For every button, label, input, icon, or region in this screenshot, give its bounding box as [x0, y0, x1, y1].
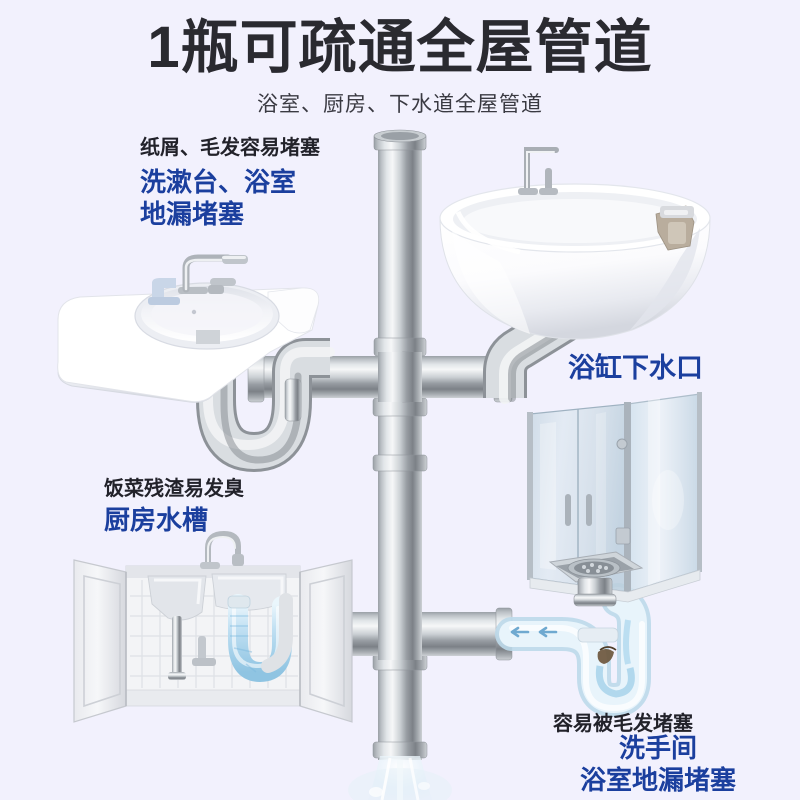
vanity-heading: 洗漱台、浴室 地漏堵塞 — [140, 167, 296, 230]
page-title: 1瓶可疏通全屋管道 — [147, 15, 653, 80]
flow-arrow-1 — [538, 626, 558, 638]
water-discharge — [348, 756, 452, 800]
vanity-heading-line1: 洗漱台、浴室 — [140, 167, 297, 197]
vanity-p-trap — [196, 325, 335, 473]
floor-drain-caption: 容易被毛发堵塞 — [553, 713, 693, 735]
vanity-heading-line2: 地漏堵塞 — [140, 198, 245, 229]
shower-enclosure — [527, 392, 702, 603]
main-vertical-pipe — [372, 129, 428, 760]
vanity-sink — [57, 254, 320, 403]
bathtub-faucet — [518, 147, 559, 195]
floor-drain-heading-line1: 洗手间 — [618, 733, 697, 763]
page-subtitle: 浴室、厨房、下水道全屋管道 — [257, 93, 543, 116]
floor-drain — [548, 551, 644, 607]
vanity-faucet — [148, 254, 248, 305]
kitchen-basin-left — [147, 575, 207, 621]
kitchen-heading: 厨房水槽 — [104, 505, 209, 535]
floor-drain-heading-line2: 浴室地漏堵塞 — [579, 764, 736, 795]
shower-door-handle-right — [586, 494, 592, 526]
shower-door-handle-left — [565, 494, 571, 526]
kitchen-sink-cabinet — [73, 530, 353, 723]
kitchen-faucet — [200, 530, 244, 569]
bathtub — [439, 147, 711, 340]
floor-drain-heading: 洗手间 浴室地漏堵塞 — [533, 733, 783, 796]
floor-drain-flow-pipe — [495, 583, 651, 718]
kitchen-caption: 饭菜残渣易发臭 — [104, 478, 244, 500]
bathtub-heading: 浴缸下水口 — [568, 353, 703, 383]
bathtub-overflow-fitting — [655, 205, 695, 251]
flow-arrow-2 — [510, 626, 530, 638]
vanity-caption: 纸屑、毛发容易堵塞 — [140, 137, 320, 159]
